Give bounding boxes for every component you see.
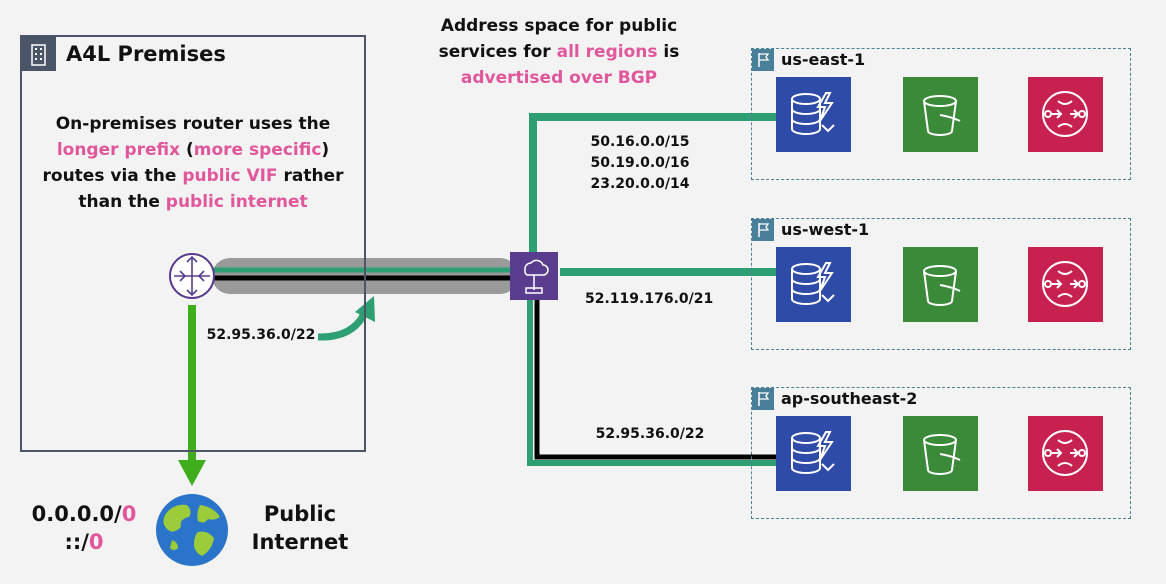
route-label-us-east-1: 50.16.0.0/15 50.19.0.0/16 23.20.0.0/14 bbox=[590, 132, 690, 195]
onprem-route-label: 52.95.36.0/22 bbox=[206, 327, 316, 343]
router-text-paren-close: ) bbox=[321, 140, 330, 160]
premises-title: A4L Premises bbox=[66, 42, 226, 66]
path-ap-southeast-2-green bbox=[527, 292, 776, 466]
bgp-text-services-for: services for bbox=[438, 42, 557, 62]
premises-box: A4L Premises bbox=[20, 35, 366, 452]
route-label-ap-southeast-2: 52.95.36.0/22 bbox=[595, 426, 705, 442]
s3-bucket-icon bbox=[903, 247, 978, 322]
curved-arrow-icon bbox=[317, 312, 368, 341]
bgp-text-all-regions: all regions bbox=[556, 42, 658, 62]
dynamodb-icon bbox=[776, 247, 851, 322]
sns-icon bbox=[1028, 416, 1103, 491]
path-ap-southeast-2-black bbox=[534, 292, 776, 460]
router-text-line1: On-premises router uses the bbox=[55, 114, 331, 134]
flag-icon bbox=[752, 219, 774, 241]
router-text-longer-prefix: longer prefix bbox=[56, 140, 181, 160]
globe-icon bbox=[156, 494, 228, 566]
arrow-down-icon bbox=[178, 460, 206, 486]
direct-connect-icon bbox=[510, 252, 558, 300]
router-text-public-internet: public internet bbox=[165, 192, 308, 212]
dynamodb-icon bbox=[776, 77, 851, 152]
internet-default-routes: 0.0.0.0/0 ::/0 bbox=[30, 500, 138, 556]
public-internet-label-line2: Internet bbox=[251, 530, 349, 554]
default-v4-prefix: 0.0.0.0/ bbox=[31, 502, 122, 526]
route-us-east-1-3: 23.20.0.0/14 bbox=[590, 176, 690, 192]
region-ap-southeast-2: ap-southeast-2 bbox=[751, 387, 1131, 519]
dynamodb-icon bbox=[776, 416, 851, 491]
router-text-line2: longer prefix (more specific) bbox=[32, 137, 354, 163]
route-us-east-1-2: 50.19.0.0/16 bbox=[590, 155, 690, 171]
route-label-us-west-1: 52.119.176.0/21 bbox=[585, 291, 714, 307]
bgp-text-advertised: advertised over BGP bbox=[460, 68, 658, 88]
region-us-east-1: us-east-1 bbox=[751, 48, 1131, 180]
default-v6-length: 0 bbox=[88, 530, 104, 554]
bgp-explanation: Address space for public services for al… bbox=[420, 13, 698, 91]
router-text-more-specific: more specific bbox=[193, 140, 322, 160]
router-text-than-the: than the bbox=[78, 192, 166, 212]
public-internet-label-line1: Public bbox=[263, 502, 337, 526]
s3-bucket-icon bbox=[903, 416, 978, 491]
default-v6-prefix: ::/ bbox=[64, 530, 89, 554]
public-internet-label: Public Internet bbox=[240, 500, 360, 556]
bgp-text-is: is bbox=[657, 42, 680, 62]
router-text-line4: than the public internet bbox=[32, 189, 354, 215]
sns-icon bbox=[1028, 77, 1103, 152]
default-route-v4: 0.0.0.0/0 bbox=[30, 500, 138, 528]
flag-icon bbox=[752, 388, 774, 410]
default-v4-length: 0 bbox=[121, 502, 137, 526]
path-us-east-1 bbox=[529, 113, 776, 258]
default-route-v6: ::/0 bbox=[30, 528, 138, 556]
router-text-rather: rather bbox=[277, 166, 344, 186]
region-name: us-west-1 bbox=[781, 220, 870, 239]
route-us-east-1-1: 50.16.0.0/15 bbox=[590, 134, 690, 150]
bgp-text-line1: Address space for public bbox=[440, 16, 678, 36]
region-us-west-1: us-west-1 bbox=[751, 218, 1131, 350]
router-text-paren-open: ( bbox=[180, 140, 194, 160]
router-explanation: On-premises router uses the longer prefi… bbox=[32, 111, 354, 215]
router-text-line3: routes via the public VIF rather bbox=[32, 163, 354, 189]
s3-bucket-icon bbox=[903, 77, 978, 152]
router-text-public-vif: public VIF bbox=[182, 166, 278, 186]
router-icon bbox=[169, 253, 215, 299]
bgp-text-line2: services for all regions is bbox=[420, 39, 698, 65]
region-name: ap-southeast-2 bbox=[781, 389, 918, 408]
flag-icon bbox=[752, 49, 774, 71]
router-text-routes-via: routes via the bbox=[42, 166, 183, 186]
region-name: us-east-1 bbox=[781, 50, 866, 69]
building-icon bbox=[22, 37, 56, 71]
sns-icon bbox=[1028, 247, 1103, 322]
